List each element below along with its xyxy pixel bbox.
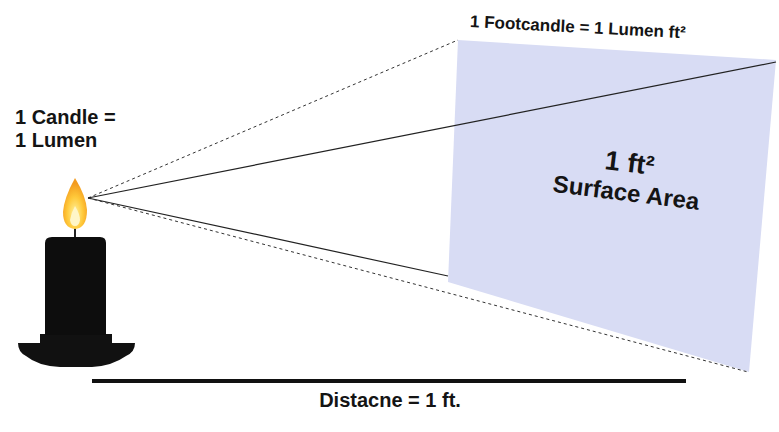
- flame-core: [70, 206, 80, 226]
- light-ray: [88, 40, 458, 198]
- candle-flame: [63, 178, 87, 229]
- surface-square: [448, 40, 776, 372]
- surface-area: 1 ft²Surface Area: [445, 36, 779, 376]
- distance-label: Distacne = 1 ft.: [240, 388, 540, 412]
- light-ray: [88, 198, 448, 276]
- footcandle-label: 1 Footcandle = 1 Lumen ft²: [469, 12, 770, 48]
- candle-holder: [40, 334, 112, 344]
- candle-holder: [18, 343, 135, 367]
- distance-bar: [92, 379, 686, 383]
- candle-label: 1 Candle = 1 Lumen: [15, 106, 127, 152]
- light-ray: [88, 62, 776, 198]
- surface-square: [445, 36, 779, 376]
- light-ray: [88, 198, 748, 372]
- candle-body: [45, 237, 106, 335]
